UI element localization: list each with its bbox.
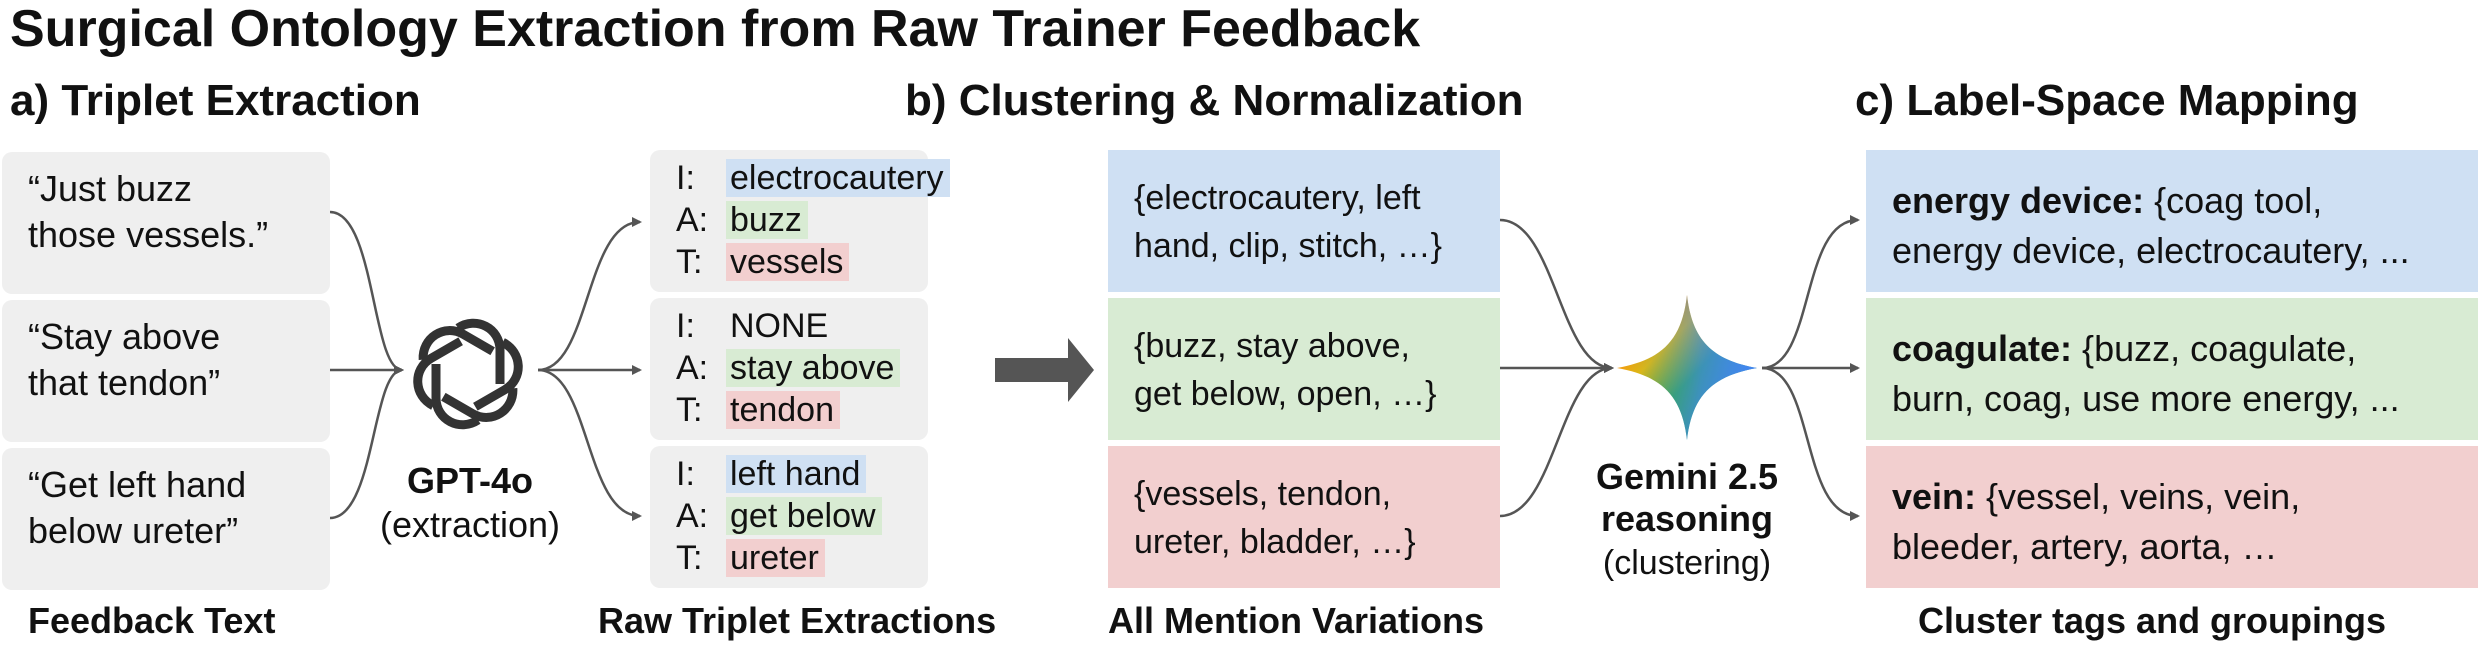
mapping-box-vein: vein: {vessel, veins, vein, bleeder, art… <box>1866 446 2478 588</box>
action-value: buzz <box>726 201 808 239</box>
reasoner-name-line1: Gemini 2.5 <box>1595 456 1779 497</box>
reasoner-name-line2: reasoning <box>1600 498 1774 539</box>
cluster-box-instruments: {electrocautery, left hand, clip, stitch… <box>1108 150 1500 292</box>
feedback-quote-2: “Stay above that tendon” <box>2 300 330 442</box>
mapping-box-coagulate: coagulate: {buzz, coagulate, burn, coag,… <box>1866 298 2478 440</box>
arrow-gemini-to-map3 <box>1761 366 1860 521</box>
tissue-key: T: <box>676 539 703 577</box>
instrument-key: I: <box>676 307 695 345</box>
cluster-line: hand, clip, stitch, …} <box>1134 227 1443 265</box>
footer-feedback-text: Feedback Text <box>28 600 276 641</box>
tissue-value: vessels <box>726 243 850 281</box>
arrow-gemini-to-map1 <box>1761 215 1860 370</box>
quote-line: that tendon” <box>28 362 221 403</box>
footer-cluster-tags: Cluster tags and groupings <box>1918 600 2387 641</box>
arrow-gpt-to-triplet1 <box>537 217 642 372</box>
cluster-line: ureter, bladder, …} <box>1134 523 1416 561</box>
instrument-key: I: <box>676 455 695 493</box>
cluster-line: {buzz, stay above, <box>1134 327 1410 365</box>
reasoner-role: (clustering) <box>1602 544 1772 582</box>
action-value: stay above <box>726 349 901 387</box>
action-key: A: <box>676 497 709 535</box>
instrument-value: left hand <box>726 455 867 493</box>
section-c-heading: c) Label-Space Mapping <box>1855 76 2359 125</box>
arrow-cluster1-to-gemini <box>1499 218 1614 373</box>
extractor-name: GPT-4o <box>406 460 534 501</box>
cluster-tag: coagulate: <box>1892 328 2073 369</box>
cluster-line: {electrocautery, left <box>1134 179 1421 217</box>
cluster-box-tissues: {vessels, tendon, ureter, bladder, …} <box>1108 446 1500 588</box>
cluster-box-actions: {buzz, stay above, get below, open, …} <box>1108 298 1500 440</box>
cluster-members: bleeder, artery, aorta, … <box>1892 526 2278 567</box>
action-value: get below <box>726 497 882 535</box>
cluster-members: burn, coag, use more energy, ... <box>1892 378 2400 419</box>
cluster-line: get below, open, …} <box>1134 375 1437 413</box>
cluster-line: {vessels, tendon, <box>1134 475 1392 513</box>
cluster-tag: vein: <box>1892 476 1977 517</box>
openai-knot-icon <box>413 318 523 430</box>
action-key: A: <box>676 201 709 239</box>
tissue-value: ureter <box>726 539 825 577</box>
quote-line: “Get left hand <box>28 464 247 505</box>
tissue-key: T: <box>676 243 703 281</box>
instrument-value: NONE <box>730 307 829 345</box>
tissue-value: tendon <box>726 391 840 429</box>
instrument-value: electrocautery <box>726 159 950 197</box>
cluster-members: {buzz, coagulate, <box>2072 328 2357 369</box>
quote-line: “Stay above <box>28 316 221 357</box>
extractor-role: (extraction) <box>379 504 561 545</box>
cluster-members: {vessel, veins, vein, <box>1976 476 2301 517</box>
feedback-quote-1: “Just buzz those vessels.” <box>2 152 330 294</box>
cluster-members: energy device, electrocautery, ... <box>1892 230 2410 271</box>
instrument-key: I: <box>676 159 695 197</box>
section-a-heading: a) Triplet Extraction <box>10 76 421 125</box>
cluster-members: {coag tool, <box>2144 180 2323 221</box>
feedback-quote-3: “Get left hand below ureter” <box>2 448 330 590</box>
mapping-box-energy-device: energy device: {coag tool, energy device… <box>1866 150 2478 292</box>
triplet-box-3: I: left hand A: get below T: ureter <box>650 446 928 588</box>
quote-line: “Just buzz <box>28 168 193 209</box>
triplet-box-1: I: electrocautery A: buzz T: vessels <box>650 150 950 292</box>
arrow-cluster3-to-gemini <box>1499 363 1614 518</box>
triplet-box-2: I: NONE A: stay above T: tendon <box>650 298 928 440</box>
arrow-feedback1-to-gpt <box>329 210 404 375</box>
footer-raw-triplets: Raw Triplet Extractions <box>598 600 997 641</box>
arrow-gpt-to-triplet3 <box>537 368 642 521</box>
arrow-feedback3-to-gpt <box>329 365 404 520</box>
quote-line: below ureter” <box>28 510 239 551</box>
cluster-tag: energy device: <box>1892 180 2145 221</box>
gemini-sparkle-icon <box>1617 295 1757 440</box>
quote-line: those vessels.” <box>28 214 269 255</box>
footer-mention-variations: All Mention Variations <box>1108 600 1485 641</box>
block-arrow <box>995 338 1094 402</box>
page-title: Surgical Ontology Extraction from Raw Tr… <box>10 0 1421 58</box>
section-b-heading: b) Clustering & Normalization <box>905 76 1524 125</box>
action-key: A: <box>676 349 709 387</box>
tissue-key: T: <box>676 391 703 429</box>
